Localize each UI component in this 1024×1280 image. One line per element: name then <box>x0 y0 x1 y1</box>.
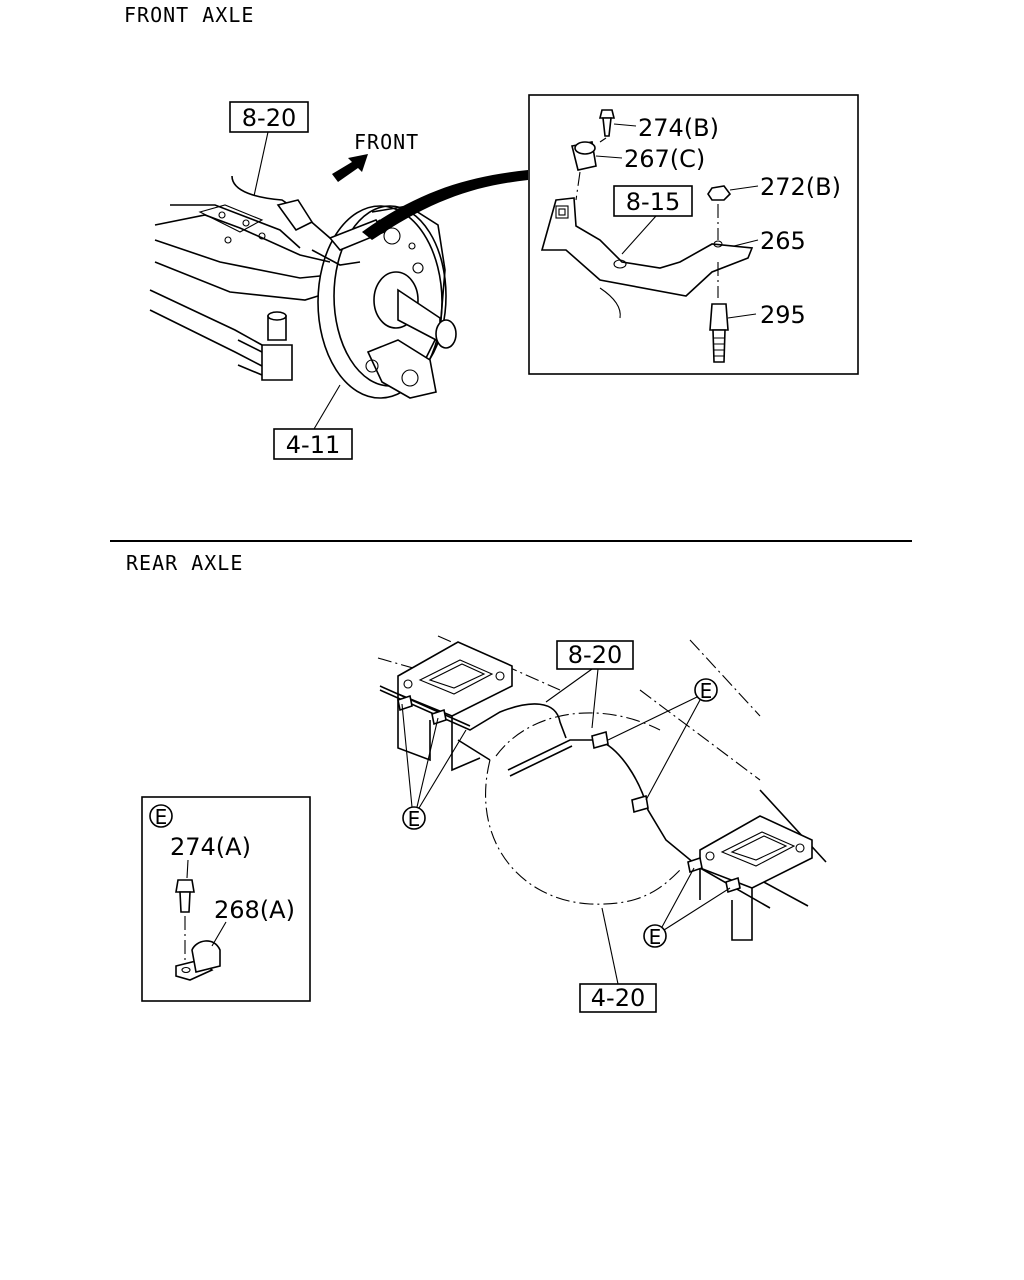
callout-e-left: E <box>401 703 467 831</box>
part-label-272b: 272(B) <box>760 173 841 201</box>
part-label-274a: 274(A) <box>170 833 251 861</box>
part-label-265: 265 <box>760 227 806 255</box>
front-ref-8-20-text: 8-20 <box>242 104 296 132</box>
e-detail-box: E 274(A) 268(A) <box>141 796 311 1002</box>
front-axle-beam-drawing <box>149 175 457 399</box>
callout-e-left-letter: E <box>408 807 421 831</box>
front-ref-4-11-text: 4-11 <box>286 431 340 459</box>
callout-e-top-letter: E <box>700 679 713 703</box>
bracket-265-icon <box>540 197 754 297</box>
callout-e-top: E <box>607 678 718 801</box>
rear-ref-8-20-text: 8-20 <box>568 641 622 669</box>
bolt-274b-icon <box>598 109 616 119</box>
front-detail-box: 274(B) 267(C) 272(B) 265 295 8-15 <box>528 94 859 375</box>
rear-ref-box-4-20: 4-20 <box>579 907 657 1013</box>
bolt-274a-icon <box>175 879 195 893</box>
rear-axle-title: REAR AXLE <box>126 551 243 575</box>
stud-295-icon <box>709 303 729 331</box>
detail-ref-box-8-15 <box>613 185 693 217</box>
callout-e-right-letter: E <box>649 925 662 949</box>
front-axle-title: FRONT AXLE <box>124 3 254 27</box>
part-label-267c: 267(C) <box>624 145 705 173</box>
callout-e-right: E <box>643 867 731 949</box>
rear-ref-4-20-text: 4-20 <box>591 984 645 1012</box>
front-ref-box-4-11: 4-11 <box>273 384 353 460</box>
rear-axle-drawing <box>377 635 827 941</box>
detail-ref-8-15-text: 8-15 <box>626 188 680 216</box>
nut-272b-icon <box>707 185 732 201</box>
rear-ref-box-8-20: 8-20 <box>545 640 634 729</box>
detail-pointer-arrow <box>362 170 528 240</box>
part-label-295: 295 <box>760 301 806 329</box>
part-label-274b: 274(B) <box>638 114 719 142</box>
part-label-268a: 268(A) <box>214 896 295 924</box>
front-ref-box-8-20: 8-20 <box>229 101 309 197</box>
front-direction-label: FRONT <box>354 130 419 154</box>
front-direction-arrow: FRONT <box>332 130 419 182</box>
e-detail-letter: E <box>155 805 168 829</box>
